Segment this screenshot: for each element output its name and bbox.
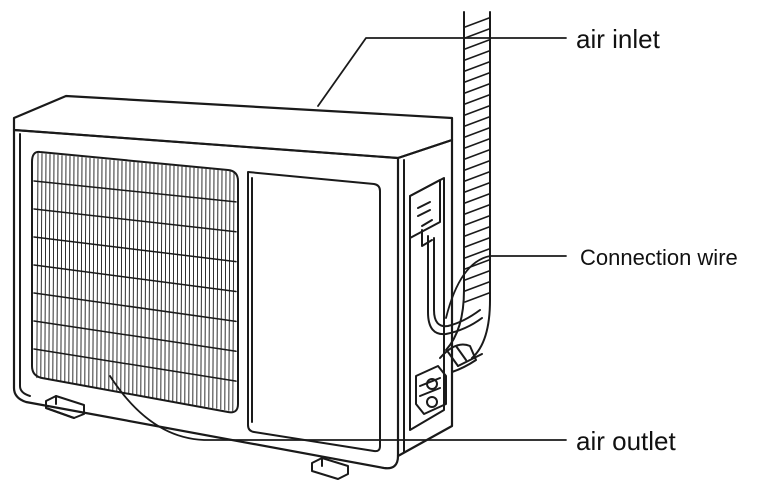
leader-air-inlet (317, 37, 567, 107)
terminal-box (409, 179, 441, 247)
leader-lines (109, 37, 567, 441)
condenser-grille (31, 150, 239, 414)
unit-feet (45, 395, 349, 480)
air-outlet-label: air outlet (576, 426, 676, 456)
pipe-bundle (445, 11, 491, 359)
connection-wire-loop (427, 235, 483, 336)
unit-cabinet (12, 94, 454, 470)
leader-air-outlet (109, 375, 567, 441)
leader-connection-wire (445, 255, 567, 319)
pipe-valves (415, 343, 483, 415)
front-service-panel (247, 171, 381, 453)
air-inlet-label: air inlet (576, 24, 660, 54)
connection-wire-label: Connection wire (580, 245, 738, 270)
